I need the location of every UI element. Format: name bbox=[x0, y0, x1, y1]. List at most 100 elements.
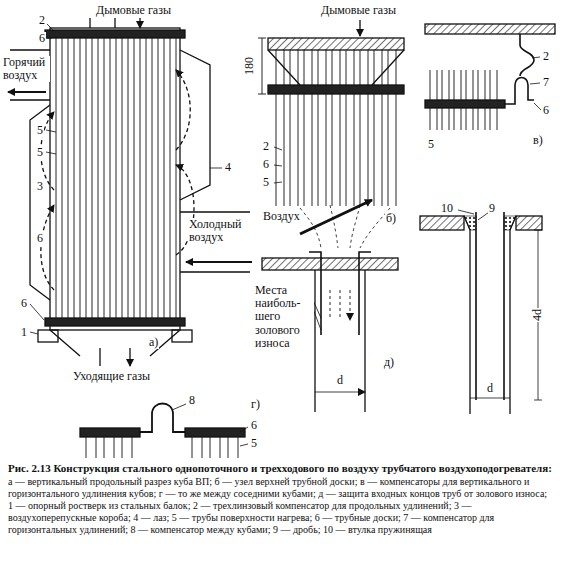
tube-line bbox=[354, 94, 355, 206]
tube-wall bbox=[315, 270, 365, 412]
tube-line bbox=[340, 50, 341, 85]
callout-number: 9 bbox=[488, 202, 496, 215]
tube-line bbox=[276, 50, 277, 85]
tube-line bbox=[62, 38, 63, 318]
callout-number: 5 bbox=[262, 176, 270, 189]
panel-g bbox=[80, 404, 248, 459]
leader-line bbox=[274, 147, 282, 183]
tube-line bbox=[396, 50, 397, 85]
support-beam bbox=[172, 330, 192, 342]
hot-air-arrow bbox=[8, 91, 46, 93]
tube-line bbox=[68, 38, 69, 318]
tube-line bbox=[382, 50, 383, 85]
tube-line bbox=[122, 437, 123, 458]
gas-flow bbox=[300, 205, 390, 248]
air-flow bbox=[41, 205, 54, 290]
dimension-line bbox=[470, 398, 510, 399]
compensator bbox=[505, 34, 534, 104]
bypass-duct bbox=[180, 50, 210, 200]
casing bbox=[50, 28, 180, 330]
flow-label: Дымовые газы bbox=[320, 4, 397, 17]
leader-line bbox=[172, 404, 248, 446]
tube-line bbox=[304, 94, 305, 206]
tube-line bbox=[104, 437, 105, 458]
leader-line bbox=[30, 24, 222, 334]
tube-line bbox=[210, 437, 211, 458]
callout-number: 1 bbox=[20, 326, 28, 339]
callout-number: 10 bbox=[440, 202, 454, 215]
tube-line bbox=[360, 50, 361, 85]
callout-number: 6 bbox=[250, 419, 258, 432]
dimension-line bbox=[258, 38, 266, 94]
support-beam bbox=[38, 330, 58, 342]
callout-number: 8 bbox=[188, 394, 196, 407]
figure-caption: а — вертикальный продольный разрез куба … bbox=[8, 476, 554, 536]
flow-label: Горячий воздух bbox=[2, 56, 50, 82]
tube-line bbox=[110, 38, 111, 318]
tube-line bbox=[340, 94, 341, 206]
leader-line bbox=[458, 210, 492, 220]
tube-line bbox=[318, 94, 319, 206]
tube-line bbox=[122, 38, 123, 318]
tube-line bbox=[326, 50, 327, 85]
tube-line bbox=[374, 50, 375, 85]
dimension-label: 180 bbox=[243, 56, 256, 76]
seal bbox=[268, 50, 404, 85]
heating-tubes bbox=[86, 437, 238, 458]
flow-label: Дымовые газы bbox=[95, 4, 172, 17]
tube-line bbox=[388, 94, 389, 206]
note-label: Места наиболь- шего золового износа bbox=[254, 284, 314, 350]
chamfer bbox=[464, 216, 516, 230]
air-flow bbox=[176, 70, 190, 150]
panel-v bbox=[425, 24, 555, 130]
panel-label: б) bbox=[385, 212, 397, 225]
callout-number: 3 bbox=[36, 180, 44, 193]
tube-line bbox=[74, 38, 75, 318]
lower-tube-plate bbox=[45, 318, 185, 326]
tube-line bbox=[332, 50, 333, 85]
shot bbox=[464, 216, 516, 230]
tube-line bbox=[202, 437, 203, 458]
tube-line bbox=[164, 38, 165, 318]
tube-line bbox=[238, 437, 239, 458]
bypass-duct bbox=[30, 105, 50, 300]
tube-line bbox=[326, 94, 327, 206]
flow-label: Уходящие газы bbox=[72, 370, 151, 383]
callout-number: 4 bbox=[224, 161, 232, 174]
panel-b bbox=[258, 20, 404, 234]
tube-line bbox=[98, 38, 99, 318]
tube-line bbox=[346, 50, 347, 85]
tube-line bbox=[86, 38, 87, 318]
callout-number: 6 bbox=[542, 104, 550, 117]
tube-line bbox=[116, 38, 117, 318]
callout-number: 2 bbox=[262, 140, 270, 153]
tube-line bbox=[170, 38, 171, 318]
tube-line bbox=[128, 38, 129, 318]
cold-air-arrow bbox=[186, 261, 252, 263]
tube-line bbox=[368, 50, 369, 85]
tube-line bbox=[146, 38, 147, 318]
tube-line bbox=[298, 50, 299, 85]
tube-line bbox=[354, 50, 355, 85]
tube-line bbox=[374, 94, 375, 206]
callout-number: 6 bbox=[20, 297, 28, 310]
heating-tubes bbox=[276, 50, 396, 206]
callout-number: 2 bbox=[542, 50, 550, 63]
tube-line bbox=[368, 94, 369, 206]
dimension-label: 4d bbox=[531, 308, 544, 322]
tube-line bbox=[284, 94, 285, 206]
tube-plate bbox=[185, 428, 245, 437]
tube-line bbox=[396, 94, 397, 206]
tube-line bbox=[152, 38, 153, 318]
tube-line bbox=[360, 94, 361, 206]
panel-sleeve bbox=[420, 210, 542, 414]
tube-line bbox=[132, 437, 133, 458]
compensator bbox=[140, 404, 185, 433]
dimension-label: d bbox=[486, 382, 494, 395]
upper-plate bbox=[268, 38, 404, 50]
air-arrow bbox=[300, 200, 372, 234]
tube-line bbox=[192, 437, 193, 458]
panel-label: д) bbox=[383, 356, 395, 369]
tube-plate bbox=[80, 428, 140, 437]
panel-label: а) bbox=[148, 336, 159, 349]
